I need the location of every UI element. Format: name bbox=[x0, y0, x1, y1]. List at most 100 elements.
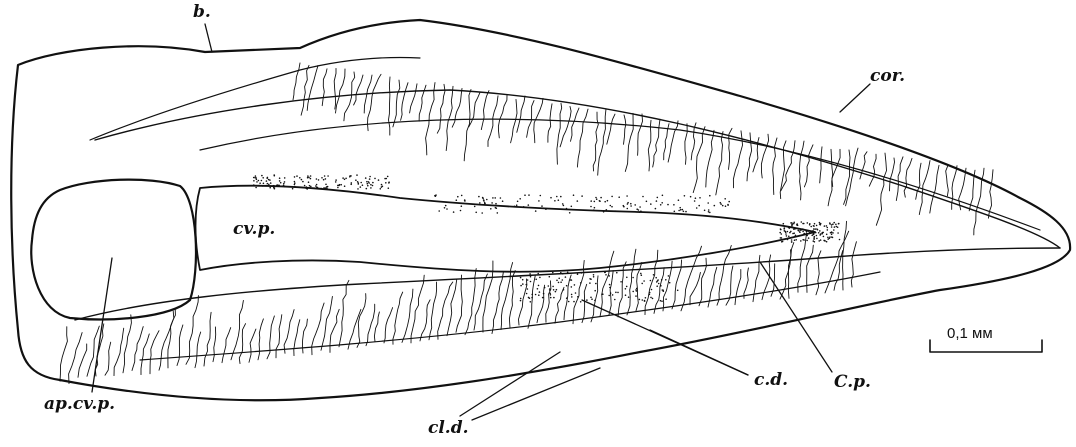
stipple-dot bbox=[337, 185, 339, 187]
cavity-outline bbox=[196, 186, 816, 272]
stipple-dot bbox=[651, 289, 653, 291]
canal-strand bbox=[374, 312, 379, 342]
stipple-dot bbox=[589, 282, 591, 284]
stipple-dot bbox=[826, 241, 828, 243]
stipple-dot bbox=[280, 182, 282, 184]
stipple-dot bbox=[594, 207, 596, 209]
canal-strand bbox=[844, 150, 850, 204]
canal-strand bbox=[393, 80, 400, 127]
stipple-dot bbox=[816, 235, 818, 237]
stipple-dot bbox=[650, 203, 652, 205]
canal-strand bbox=[916, 163, 921, 199]
canal-strand bbox=[366, 304, 375, 346]
stipple-dot bbox=[544, 287, 546, 289]
stipple-dot bbox=[278, 185, 280, 187]
outer-body-outline bbox=[11, 20, 1070, 400]
label-C-p: C.p. bbox=[834, 374, 871, 391]
stipple-dot bbox=[627, 208, 629, 210]
stipple-dot bbox=[478, 196, 480, 198]
stipple-dot bbox=[372, 185, 374, 187]
stipple-dot bbox=[549, 290, 551, 292]
stipple-dot bbox=[294, 181, 296, 183]
canal-strand bbox=[401, 83, 408, 121]
stipple-dot bbox=[590, 297, 592, 299]
stipple-dot bbox=[644, 300, 646, 302]
canal-strand bbox=[344, 72, 355, 121]
stipple-dot bbox=[326, 188, 328, 190]
stipple-dot bbox=[641, 283, 643, 285]
stipple-dot bbox=[483, 200, 485, 202]
stipple-dot bbox=[310, 178, 312, 180]
stipple-dot bbox=[782, 241, 784, 243]
stipple-dot bbox=[522, 283, 524, 285]
stipple-dot bbox=[550, 297, 552, 299]
stipple-dot bbox=[589, 278, 591, 280]
stipple-dot bbox=[538, 200, 540, 202]
stipple-dot bbox=[709, 195, 711, 197]
stipple-dot bbox=[265, 185, 267, 187]
stipple-dot bbox=[627, 203, 629, 205]
stipple-dot bbox=[590, 206, 592, 208]
stipple-dot bbox=[474, 206, 476, 208]
stipple-dot bbox=[268, 179, 270, 181]
canal-strand bbox=[213, 327, 216, 362]
stipple-dot bbox=[661, 300, 663, 302]
stipple-dot bbox=[791, 225, 793, 227]
stipple-dot bbox=[806, 231, 808, 233]
stipple-dot bbox=[610, 292, 612, 294]
stipple-dot bbox=[636, 288, 638, 290]
stipple-dot bbox=[267, 183, 269, 185]
stipple-dot bbox=[788, 236, 790, 238]
stipple-dot bbox=[526, 293, 528, 295]
stipple-dot bbox=[640, 273, 642, 275]
stipple-dot bbox=[831, 236, 833, 238]
stipple-dot bbox=[548, 285, 550, 287]
canal-strand bbox=[729, 128, 733, 169]
canal-strand bbox=[693, 127, 705, 193]
stipple-dot bbox=[357, 188, 359, 190]
stipple-dot bbox=[294, 186, 296, 188]
canal-strand bbox=[832, 149, 840, 186]
stipple-dot bbox=[784, 230, 786, 232]
stipple-dot bbox=[326, 186, 328, 188]
canal-strand bbox=[336, 69, 346, 113]
stipple-dot bbox=[580, 301, 582, 303]
stipple-dot bbox=[630, 203, 632, 205]
canal-strand bbox=[339, 280, 349, 346]
stipple-dot bbox=[606, 209, 608, 211]
stipple-dot bbox=[255, 187, 257, 189]
stipple-dot bbox=[560, 196, 562, 198]
stipple-dot bbox=[284, 177, 286, 179]
stipple-dot bbox=[556, 289, 558, 291]
stipple-dot bbox=[650, 280, 652, 282]
stipple-dot bbox=[362, 184, 364, 186]
stipple-dot bbox=[461, 195, 463, 197]
stipple-dot bbox=[787, 231, 789, 233]
stipple-dot bbox=[266, 177, 268, 179]
canal-strand bbox=[426, 83, 435, 155]
stipple-dot bbox=[694, 200, 696, 202]
canal-strand bbox=[123, 315, 131, 373]
stipple-dot bbox=[539, 277, 541, 279]
stipple-dot bbox=[806, 240, 808, 242]
canal-strand bbox=[685, 124, 687, 165]
stipple-dot bbox=[263, 183, 265, 185]
stipple-dot bbox=[833, 222, 835, 224]
stipple-dot bbox=[678, 210, 680, 212]
stipple-dot bbox=[793, 222, 795, 224]
canal-strand bbox=[334, 68, 336, 109]
stipple-dot bbox=[819, 223, 821, 225]
stipple-dot bbox=[636, 208, 638, 210]
stipple-dot bbox=[388, 187, 390, 189]
stipple-dot bbox=[831, 234, 833, 236]
stipple-dot bbox=[611, 206, 613, 208]
stipple-dot bbox=[816, 238, 818, 240]
stipple-dot bbox=[685, 211, 687, 213]
stipple-dot bbox=[667, 204, 669, 206]
stipple-dot bbox=[538, 294, 540, 296]
stipple-dot bbox=[539, 291, 541, 293]
stipple-dot bbox=[593, 274, 595, 276]
canal-strand bbox=[761, 134, 768, 178]
canal-strand bbox=[904, 158, 912, 197]
canal-strand bbox=[780, 250, 791, 299]
